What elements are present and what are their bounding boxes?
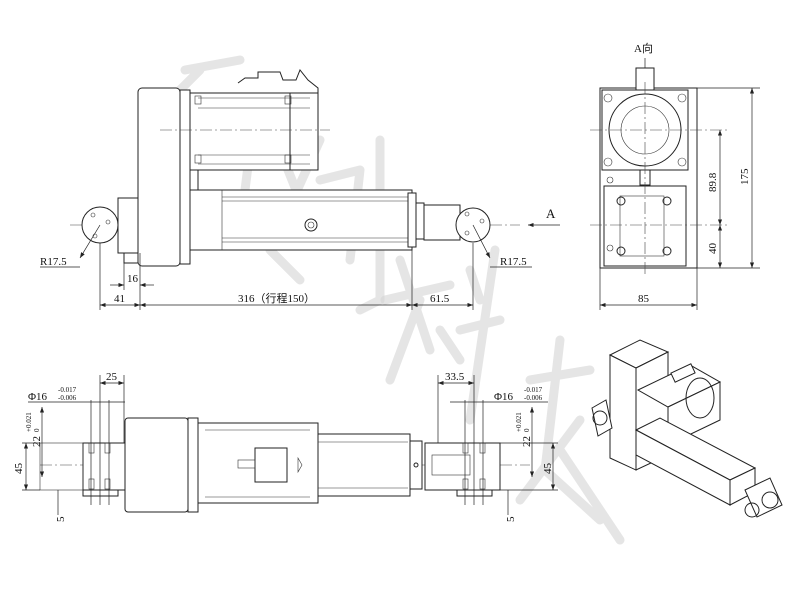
right-slot-22: 22 bbox=[521, 436, 533, 447]
dim-316-stroke: 316（行程150） bbox=[238, 292, 315, 305]
right-pin-tol-upper: -0.017 bbox=[524, 386, 543, 394]
left-pin-tol-upper: -0.017 bbox=[58, 386, 77, 394]
dim-61-5: 61.5 bbox=[430, 293, 450, 305]
rod-radius-label: R17.5 bbox=[500, 256, 527, 268]
actuator-tube bbox=[189, 189, 413, 251]
dim-41: 41 bbox=[114, 293, 125, 305]
dim-33-5: 33.5 bbox=[445, 371, 465, 383]
bottom-view bbox=[39, 375, 530, 513]
left-pin-tol-lower: -0.006 bbox=[58, 394, 77, 402]
bottom-right-dimensions: 33.5 Φ16 -0.017 -0.006 22 +0.021 0 45 5 bbox=[438, 371, 558, 522]
side-view-title: A向 bbox=[634, 41, 653, 55]
right-dim-45: 45 bbox=[542, 463, 554, 475]
dim-85: 85 bbox=[638, 293, 650, 305]
motor-body bbox=[189, 92, 319, 171]
view-arrow-label: A bbox=[546, 206, 556, 221]
left-slot-22: 22 bbox=[31, 436, 43, 447]
left-pin-diameter: Φ16 bbox=[28, 391, 48, 403]
piston-rod bbox=[423, 204, 461, 241]
isometric-view bbox=[591, 339, 783, 518]
front-view: R17.5 R17.5 16 41 316（行程150） 61.5 A bbox=[40, 69, 560, 310]
dim-175: 175 bbox=[739, 168, 751, 185]
dim-40: 40 bbox=[707, 243, 719, 255]
left-slot-tol-upper: +0.021 bbox=[25, 412, 33, 432]
gearbox-housing bbox=[137, 87, 181, 267]
left-slot-tol-lower: 0 bbox=[33, 428, 41, 432]
dim-25: 25 bbox=[106, 371, 118, 383]
right-slot-tol-lower: 0 bbox=[523, 428, 531, 432]
left-dim-45: 45 bbox=[13, 463, 25, 475]
right-pin-tol-lower: -0.006 bbox=[524, 394, 543, 402]
rear-radius-label: R17.5 bbox=[40, 256, 67, 268]
bottom-gearbox bbox=[124, 417, 189, 513]
bottom-left-dimensions: 25 Φ16 -0.017 -0.006 22 +0.021 0 45 5 bbox=[13, 371, 125, 522]
dim-16: 16 bbox=[127, 273, 139, 285]
left-dim-5: 5 bbox=[55, 516, 67, 522]
dim-89-8: 89.8 bbox=[707, 172, 719, 192]
right-dim-5: 5 bbox=[505, 516, 517, 522]
bottom-tube bbox=[317, 433, 411, 497]
side-view-a: A向 175 89.8 40 85 bbox=[590, 41, 760, 310]
right-pin-diameter: Φ16 bbox=[494, 391, 514, 403]
right-slot-tol-upper: +0.021 bbox=[515, 412, 523, 432]
